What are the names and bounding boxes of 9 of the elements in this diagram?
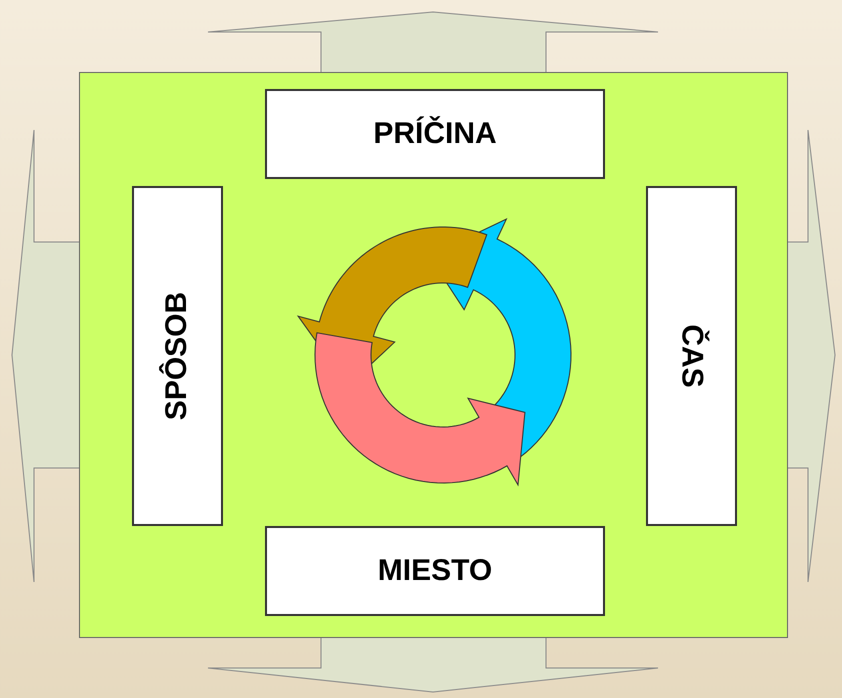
panel-background: [79, 72, 788, 638]
label-box: [265, 526, 605, 616]
label-box: [646, 186, 737, 526]
box-label: ČAS: [674, 324, 708, 388]
label-box: [132, 186, 223, 526]
label-box: [265, 89, 605, 179]
box-label: MIESTO: [378, 554, 492, 588]
box-label: PRÍČINA: [373, 117, 497, 151]
box-label: SPÔSOB: [160, 292, 194, 420]
